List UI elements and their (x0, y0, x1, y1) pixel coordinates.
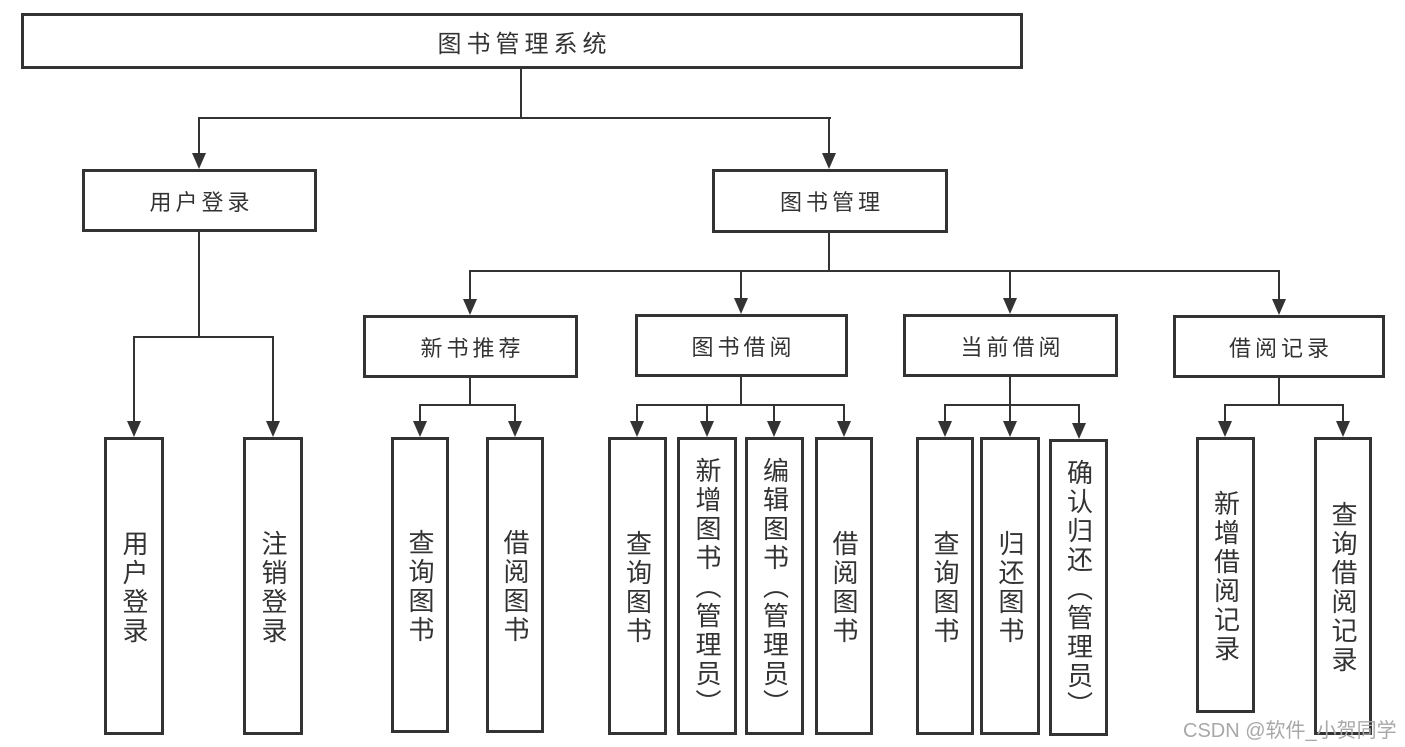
node-user-login-group: 用户登录 (82, 169, 317, 232)
connector-line (469, 270, 1280, 272)
node-label: 查询借阅记录 (1328, 500, 1358, 675)
node-label: 新增借阅记录 (1210, 489, 1241, 664)
connector-line (133, 336, 274, 338)
node-label: 归还图书 (995, 529, 1025, 646)
node-nbr-borrow-books: 借阅图书 (486, 437, 544, 733)
node-label: 借阅图书 (500, 528, 530, 645)
arrowhead-icon (837, 421, 851, 437)
node-label: 编辑图书（管理员） (759, 457, 790, 718)
node-borrowing-records: 借阅记录 (1173, 315, 1385, 378)
connector-line (1342, 404, 1344, 422)
node-cb-query-books: 查询图书 (916, 437, 974, 735)
node-label: 用户登录 (119, 529, 149, 646)
node-cb-return-books: 归还图书 (980, 437, 1040, 735)
connector-line (469, 270, 471, 300)
connector-line (636, 404, 845, 406)
connector-line (133, 336, 135, 422)
connector-line (469, 378, 471, 406)
connector-line (843, 404, 845, 422)
node-new-book-recommendation: 新书推荐 (363, 315, 578, 378)
arrowhead-icon (767, 421, 781, 437)
node-label: 查询图书 (930, 529, 960, 646)
node-label: 查询图书 (405, 528, 435, 645)
connector-line (1009, 270, 1011, 300)
arrowhead-icon (822, 153, 836, 169)
arrowhead-icon (1003, 421, 1017, 437)
connector-line (419, 404, 516, 406)
arrowhead-icon (734, 298, 748, 314)
arrowhead-icon (700, 421, 714, 437)
connector-line (272, 336, 274, 422)
connector-line (828, 117, 830, 154)
connector-line (1078, 404, 1080, 423)
node-book-management-system: 图书管理系统 (21, 13, 1023, 69)
arrowhead-icon (192, 153, 206, 169)
node-label: 借阅图书 (829, 529, 859, 646)
arrowhead-icon (1003, 298, 1017, 314)
node-bb-edit-books-admin: 编辑图书（管理员） (745, 437, 804, 735)
node-cb-confirm-return-admin: 确认归还（管理员） (1049, 439, 1108, 736)
connector-line (1009, 377, 1011, 406)
node-br-add-borrow-record: 新增借阅记录 (1196, 437, 1255, 713)
connector-line (514, 404, 516, 422)
node-bb-add-books-admin: 新增图书（管理员） (677, 437, 737, 735)
connector-line (740, 377, 742, 406)
node-label: 注销登录 (258, 529, 288, 646)
connector-line (198, 117, 200, 154)
connector-line (1278, 270, 1280, 300)
node-bb-query-books: 查询图书 (608, 437, 667, 735)
node-current-borrowing: 当前借阅 (903, 314, 1118, 377)
node-label: 查询图书 (622, 529, 653, 646)
arrowhead-icon (127, 421, 141, 437)
connector-line (706, 404, 708, 422)
connector-line (198, 232, 200, 338)
connector-line (636, 404, 638, 422)
arrowhead-icon (1072, 423, 1086, 439)
connector-line (1224, 404, 1226, 422)
connector-line (419, 404, 421, 422)
arrowhead-icon (1272, 299, 1286, 315)
node-user-login: 用户登录 (104, 437, 164, 735)
csdn-watermark: CSDN @软件_小贺同学 (1183, 720, 1397, 742)
arrowhead-icon (463, 299, 477, 315)
connector-line (520, 68, 522, 118)
connector-line (773, 404, 775, 422)
node-logout: 注销登录 (243, 437, 303, 735)
connector-line (944, 404, 1080, 406)
node-book-borrowing: 图书借阅 (635, 314, 848, 377)
connector-line (828, 233, 830, 272)
node-label: 确认归还（管理员） (1063, 458, 1094, 720)
connector-line (1224, 404, 1344, 406)
connector-line (198, 117, 831, 119)
arrowhead-icon (938, 421, 952, 437)
connector-line (1009, 404, 1011, 422)
connector-line (740, 270, 742, 300)
arrowhead-icon (630, 421, 644, 437)
node-label: 新增图书（管理员） (692, 457, 722, 718)
arrowhead-icon (266, 421, 280, 437)
node-book-management: 图书管理 (712, 169, 948, 233)
node-br-query-borrow-record: 查询借阅记录 (1314, 437, 1372, 735)
arrowhead-icon (413, 421, 427, 437)
node-bb-borrow-books: 借阅图书 (815, 437, 873, 735)
arrowhead-icon (1218, 421, 1232, 437)
connector-line (944, 404, 946, 422)
arrowhead-icon (508, 421, 522, 437)
arrowhead-icon (1336, 421, 1350, 437)
node-nbr-query-books: 查询图书 (391, 437, 449, 733)
connector-line (1278, 378, 1280, 406)
